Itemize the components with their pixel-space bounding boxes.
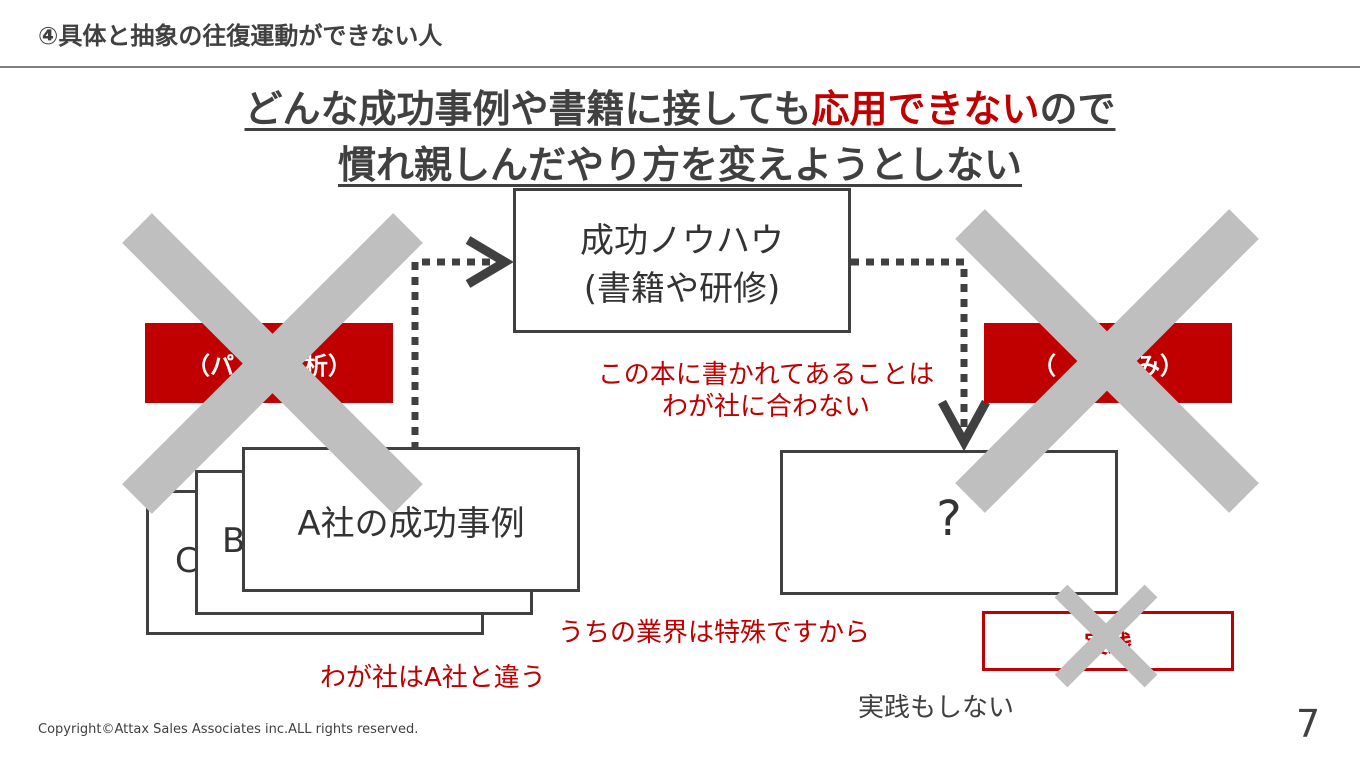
question-mark: ?: [936, 491, 962, 547]
right-cross-icon: [955, 209, 1259, 513]
knowhow-subtitle: (書籍や研修): [583, 269, 781, 309]
unknown-result-box: ?: [780, 450, 1118, 595]
header-divider: [0, 66, 1360, 68]
headline-line-1-text: どんな成功事例や書籍に接しても応用できないので: [245, 87, 1116, 131]
slide-section-title: ④具体と抽象の往復運動ができない人: [38, 22, 443, 50]
headline-part-b: ので: [1039, 87, 1116, 131]
left-red-label-start: （パ: [186, 351, 234, 380]
right-dotted-connector: [851, 258, 968, 440]
right-red-label-start: （: [1032, 351, 1056, 380]
case-card-a: A社の成功事例: [242, 447, 580, 592]
no-practice-note: 実践もしない: [858, 693, 1015, 723]
case-card-c-label: C: [175, 541, 199, 581]
headline-part-a: どんな成功事例や書籍に接しても: [244, 87, 812, 131]
comment-company: わが社はA社と違う: [320, 663, 546, 693]
right-arrowhead-icon: [465, 236, 514, 288]
comment-book-line-2: わが社に合わない: [661, 392, 870, 422]
headline-line-2: 慣れ親しんだやり方を変えようとしない: [0, 134, 1360, 189]
down-arrowhead-icon: [938, 399, 990, 452]
comment-industry: うちの業界は特殊ですから: [558, 618, 871, 648]
headline-line-2-text: 慣れ親しんだやり方を変えようとしない: [337, 143, 1022, 187]
small-cross-icon: [1054, 584, 1158, 688]
knowhow-box: 成功ノウハウ (書籍や研修): [513, 188, 851, 333]
knowhow-title: 成功ノウハウ: [580, 221, 784, 261]
left-cross-icon: [122, 213, 423, 514]
left-dotted-connector: [411, 258, 512, 450]
headline-highlight: 応用できない: [811, 87, 1040, 131]
comment-book-line-1: この本に書かれてあることは: [597, 360, 935, 390]
copyright-text: Copyright©Attax Sales Associates inc.ALL…: [38, 722, 419, 737]
page-number: 7: [1296, 702, 1321, 746]
case-card-b-label: B: [222, 521, 246, 561]
case-card-a-label: A社の成功事例: [297, 504, 525, 544]
headline-line-1: どんな成功事例や書籍に接しても応用できないので: [0, 78, 1360, 133]
